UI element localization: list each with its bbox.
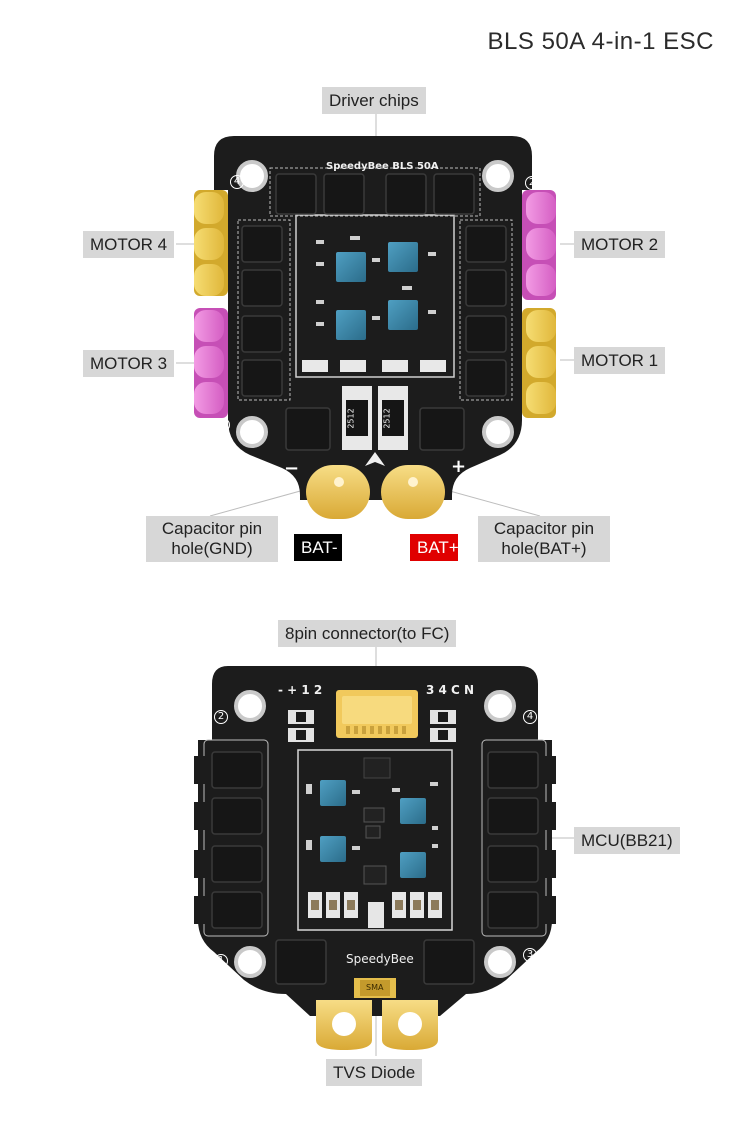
corner-number: 4: [523, 710, 537, 724]
top-silkscreen-text: SpeedyBee BLS 50A: [326, 161, 439, 172]
motor1-label: MOTOR 1: [574, 347, 666, 374]
bottom-pcb: [198, 666, 552, 1016]
positive-sign: +: [451, 456, 467, 477]
positive-sign: +: [286, 1000, 302, 1021]
capacitor-bat-line1: Capacitor pin: [493, 519, 595, 538]
corner-number: 3: [523, 948, 537, 962]
corner-number: 2: [214, 710, 228, 724]
header-left-marking: - + 1 2: [278, 683, 323, 697]
corner-number: 1: [525, 418, 539, 432]
bat-negative-label: BAT-: [294, 534, 342, 561]
motor3-label: MOTOR 3: [83, 350, 175, 377]
motor2-label: MOTOR 2: [574, 231, 666, 258]
corner-number: 4: [230, 175, 244, 189]
bat-positive-label: BAT+: [410, 534, 459, 561]
page-title: BLS 50A 4-in-1 ESC: [487, 28, 714, 55]
negative-sign: −: [453, 1000, 469, 1021]
capacitor-gnd-line2: hole(GND): [171, 539, 253, 558]
mcu-label: MCU(BB21): [574, 827, 680, 854]
motor4-label: MOTOR 4: [83, 231, 175, 258]
capacitor-bat-label: Capacitor pin hole(BAT+): [478, 516, 610, 562]
corner-number: 2: [525, 176, 539, 190]
connector-label: 8pin connector(to FC): [278, 620, 457, 647]
corner-number: 3: [216, 418, 230, 432]
negative-sign: −: [284, 458, 300, 479]
capacitor-gnd-label: Capacitor pin hole(GND): [146, 516, 278, 562]
tvs-label: TVS Diode: [326, 1059, 423, 1086]
driver-chips-label: Driver chips: [322, 87, 426, 114]
capacitor-bat-line2: hole(BAT+): [501, 539, 587, 558]
corner-number: 1: [214, 954, 228, 968]
capacitor-gnd-line1: Capacitor pin: [161, 519, 263, 538]
tvs-marking: SMA: [366, 983, 384, 992]
header-right-marking: 3 4 C N: [426, 683, 475, 697]
bottom-silkscreen-text: SpeedyBee: [346, 952, 414, 966]
